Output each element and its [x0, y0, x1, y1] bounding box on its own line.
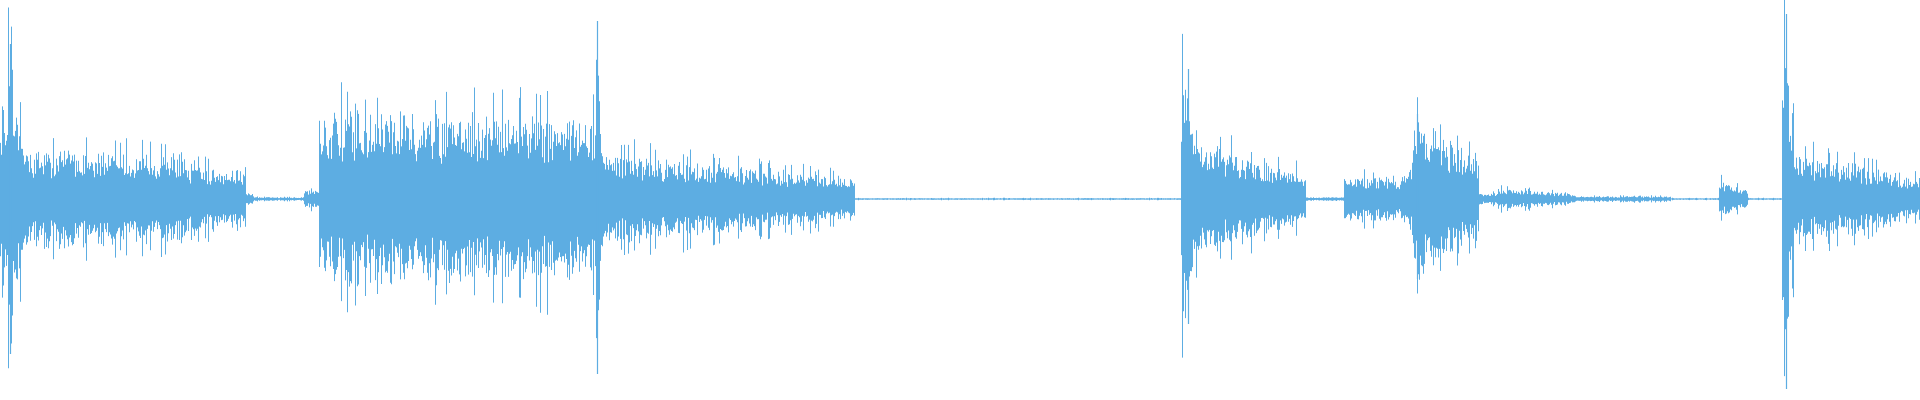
waveform-trace — [0, 0, 1920, 377]
waveform-samples — [0, 0, 1920, 389]
